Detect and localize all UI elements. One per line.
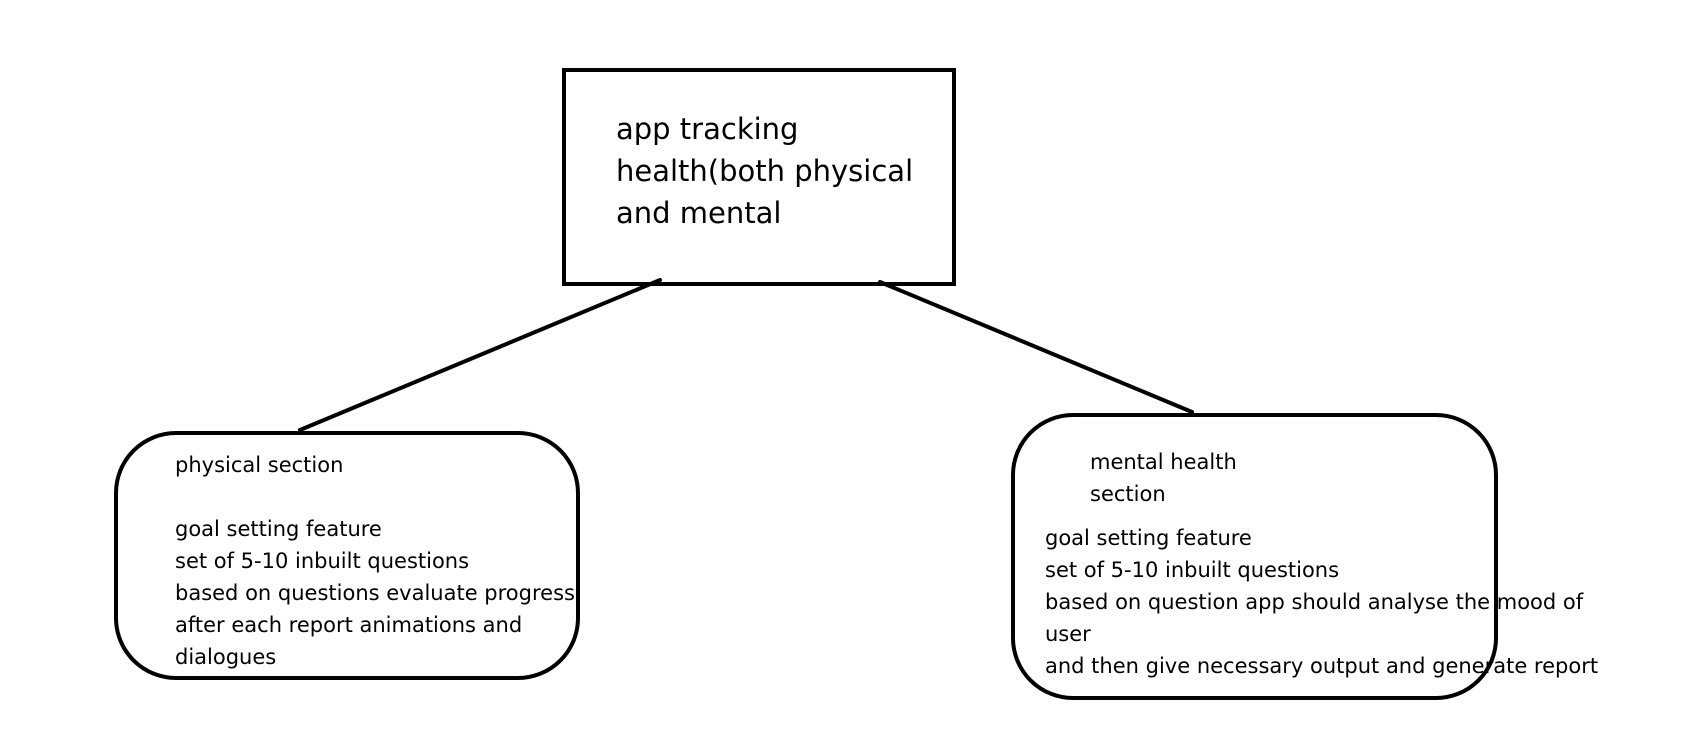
mental-node-line-1: goal setting feature	[1045, 526, 1252, 550]
mental-node-box	[1011, 413, 1498, 700]
top-node-line-2: health(both physical	[616, 154, 914, 188]
connector-top-to-mental	[878, 280, 1194, 414]
physical-node-line-3: based on questions evaluate progress	[175, 581, 575, 605]
physical-node-line-1: goal setting feature	[175, 517, 382, 541]
connector-top-to-physical	[298, 278, 662, 432]
mental-node-title-line-1: mental health	[1090, 450, 1237, 474]
physical-node-line-5: dialogues	[175, 645, 277, 669]
mental-node-title-line-2: section	[1090, 482, 1166, 506]
mental-node-line-2: set of 5-10 inbuilt questions	[1045, 558, 1340, 582]
top-node-text: app tracking health(both physical and me…	[616, 108, 913, 234]
physical-node-line-4: after each report animations and	[175, 613, 523, 637]
top-node-box	[562, 68, 956, 286]
physical-node-box	[114, 431, 580, 680]
physical-node-title: physical section	[175, 453, 344, 477]
mental-node-line-3: based on question app should analyse the…	[1045, 590, 1584, 614]
mental-node-line-5: and then give necessary output and gener…	[1045, 654, 1599, 678]
physical-node-line-2: set of 5-10 inbuilt questions	[175, 549, 470, 573]
mental-node-body: goal setting feature set of 5-10 inbuilt…	[1045, 522, 1598, 682]
top-node-line-3: and mental	[616, 196, 782, 230]
top-node-line-1: app tracking	[616, 112, 799, 146]
physical-node-body: goal setting feature set of 5-10 inbuilt…	[175, 513, 575, 673]
mental-node-title: mental health section	[1090, 446, 1237, 510]
mental-node-line-4: user	[1045, 622, 1091, 646]
